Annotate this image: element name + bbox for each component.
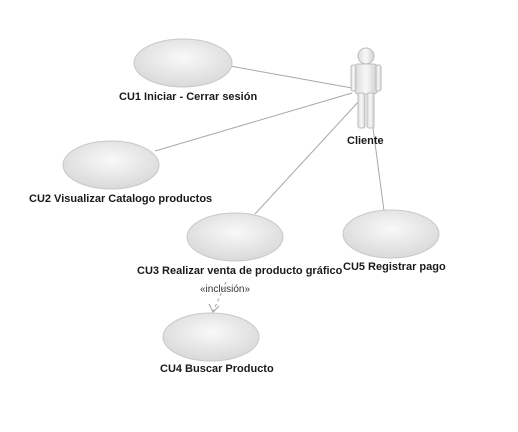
use-case-cu4-label: CU4 Buscar Producto <box>160 363 274 375</box>
association-cu5-cliente <box>372 127 385 212</box>
association-cu1-cliente <box>229 65 353 89</box>
use-case-cu3-ellipse[interactable] <box>186 212 284 262</box>
use-case-cu1-label: CU1 Iniciar - Cerrar sesión <box>119 91 258 103</box>
use-case-cu5-ellipse[interactable] <box>342 209 440 259</box>
actor-label: Cliente <box>347 135 384 147</box>
use-case-cu1-ellipse[interactable] <box>133 38 233 88</box>
association-cu2-cliente <box>154 92 353 152</box>
use-case-cu5-label: CU5 Registrar pago <box>343 261 446 273</box>
include-arrow-head <box>208 303 220 313</box>
actor-icon[interactable] <box>350 47 382 129</box>
use-case-cu4-ellipse[interactable] <box>162 312 260 362</box>
use-case-cu2-label: CU2 Visualizar Catalogo productos <box>29 193 213 205</box>
use-case-cu2-ellipse[interactable] <box>62 140 160 190</box>
association-cu3-cliente <box>254 99 361 215</box>
include-stereotype-label: «inclusión» <box>200 284 251 295</box>
use-case-cu3-label: CU3 Realizar venta de producto gráfico <box>137 265 343 277</box>
